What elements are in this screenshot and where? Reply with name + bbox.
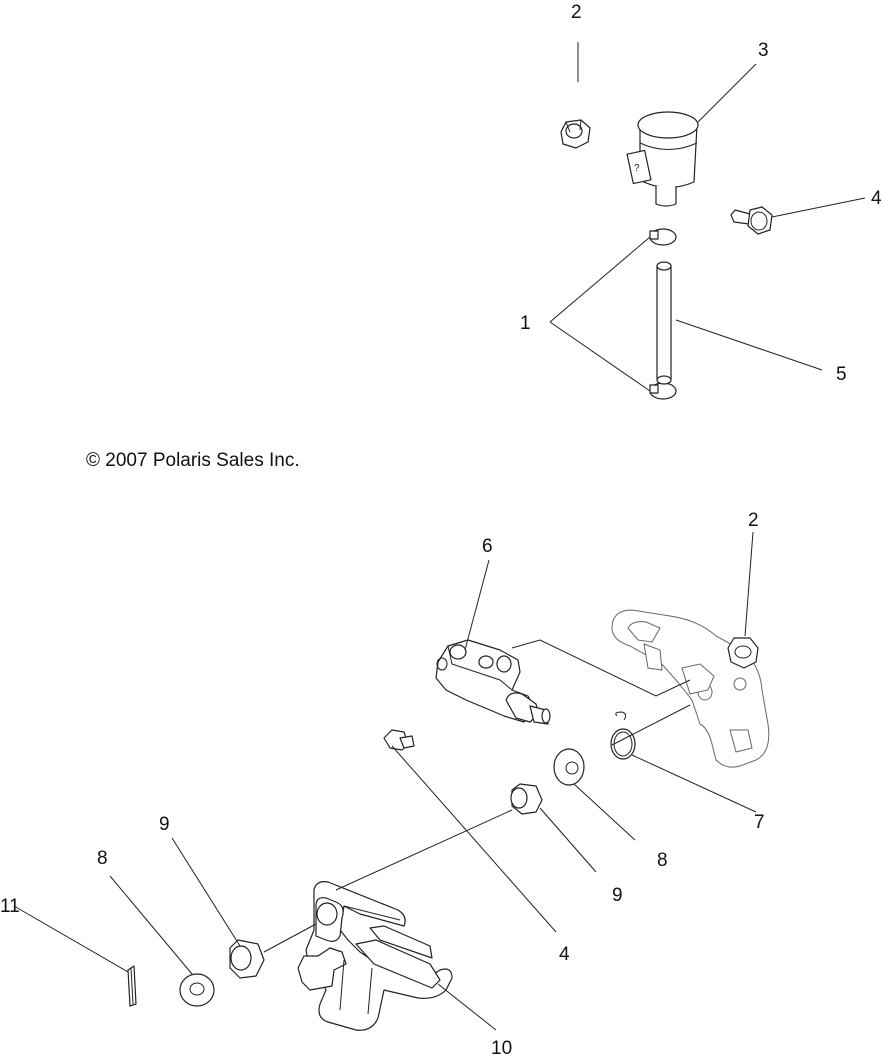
callout-2-bottom: 2 bbox=[748, 510, 759, 531]
part-nut-bottom bbox=[727, 637, 759, 669]
bottom-assembly: 6 2 7 8 9 4 9 8 11 10 bbox=[0, 510, 770, 1058]
callout-2-top: 2 bbox=[571, 2, 582, 23]
callout-8-right: 8 bbox=[657, 850, 668, 871]
callout-4-top: 4 bbox=[871, 188, 882, 209]
part-hose bbox=[656, 261, 672, 385]
callout-6: 6 bbox=[482, 536, 493, 557]
part-reservoir: ? bbox=[626, 111, 699, 207]
part-brake-pedal bbox=[297, 881, 453, 1031]
part-bolt-top bbox=[730, 206, 773, 235]
callout-9-left: 9 bbox=[159, 814, 170, 835]
part-master-cylinder bbox=[435, 639, 551, 725]
callout-10: 10 bbox=[491, 1038, 512, 1058]
callout-9-right: 9 bbox=[612, 885, 623, 906]
callout-7: 7 bbox=[754, 812, 765, 833]
top-assembly: ? 2 3 bbox=[520, 2, 882, 400]
callout-8-left: 8 bbox=[97, 848, 108, 869]
part-cotter-pin bbox=[127, 965, 137, 1007]
callout-4-bottom: 4 bbox=[559, 944, 570, 965]
svg-text:?: ? bbox=[634, 163, 640, 174]
part-bolt-bottom bbox=[383, 729, 415, 751]
part-washer-left bbox=[179, 973, 215, 1007]
part-clamp-lower bbox=[649, 382, 677, 400]
part-clamp-upper bbox=[649, 228, 677, 246]
callout-5-top: 5 bbox=[836, 364, 847, 385]
part-bushing-left bbox=[229, 939, 265, 979]
copyright-notice: © 2007 Polaris Sales Inc. bbox=[86, 450, 300, 471]
part-bushing-right bbox=[510, 783, 543, 815]
part-washer-right bbox=[553, 748, 585, 786]
callout-3-top: 3 bbox=[758, 40, 769, 61]
callout-1-top: 1 bbox=[520, 313, 531, 334]
part-nut-top bbox=[560, 119, 591, 149]
callout-11: 11 bbox=[0, 896, 20, 917]
